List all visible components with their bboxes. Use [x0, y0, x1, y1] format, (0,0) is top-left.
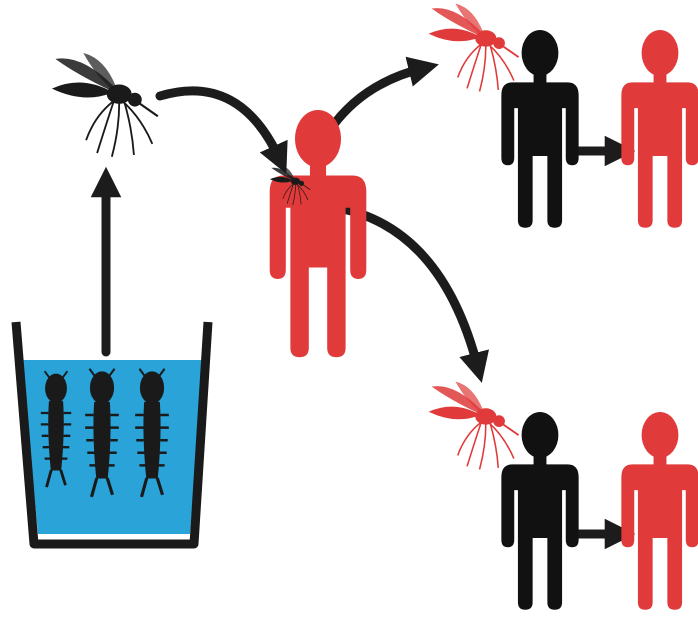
- person-icon: [501, 30, 578, 228]
- person-icon: [501, 412, 578, 610]
- mosquito-icon: [53, 54, 158, 157]
- person-icon: [621, 30, 698, 228]
- person-icon: [621, 412, 698, 610]
- mosquito-icon: [430, 4, 519, 91]
- water-container-icon: [16, 322, 208, 544]
- arrow-icon: [160, 91, 280, 160]
- mosquito-icon: [430, 382, 519, 469]
- person-icon: [270, 110, 367, 357]
- arrow-icon: [326, 206, 478, 368]
